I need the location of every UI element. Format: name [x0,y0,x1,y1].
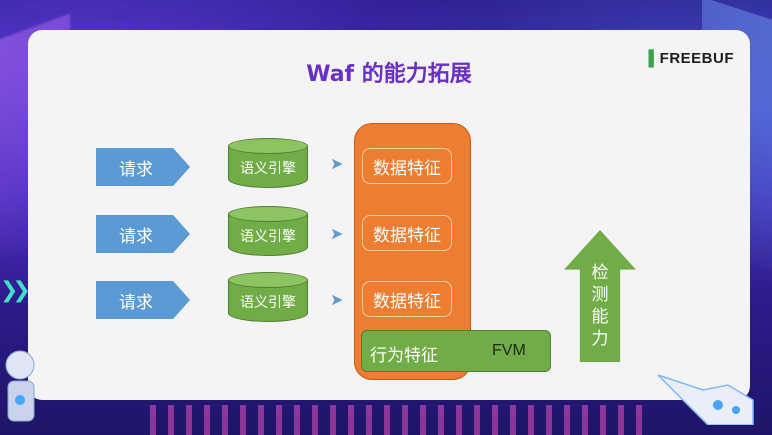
semantic-engine-cylinder-2: 语义引擎 [228,206,308,256]
robot-hand-icon [657,374,754,425]
chevron-right-icon: ➤ [330,224,344,243]
semantic-engine-cylinder-3: 语义引擎 [228,272,308,322]
decor-bottom-lights [150,405,650,435]
data-feature-box-1: 数据特征 [362,148,452,184]
freebuf-logo: ▌FREEBUF [649,50,734,67]
chevron-right-icon: ➤ [330,154,344,173]
request-arrow-1: 请求 [96,148,190,186]
semantic-engine-label: 语义引擎 [240,161,296,177]
semantic-engine-label: 语义引擎 [240,295,296,311]
semantic-engine-label: 语义引擎 [240,229,296,245]
request-arrow-3: 请求 [96,281,190,319]
slide-card: Waf 的能力拓展 ▌FREEBUF 请求 语义引擎 ➤ 请求 语义引擎 ➤ 请… [28,30,750,400]
data-feature-box-3: 数据特征 [362,281,452,317]
robot-figure-icon [5,350,35,422]
logo-text: FREEBUF [659,50,734,67]
decor-chevrons-icon: ❯❯ [0,278,31,303]
chevron-right-icon: ➤ [330,290,344,309]
slide-title: Waf 的能力拓展 [306,62,472,87]
logo-mark: ▌ [648,50,660,67]
behavior-feature-label: 行为特征 [370,346,438,366]
behavior-feature-box: 行为特征 FVM [361,330,551,372]
detect-capability-label: 检测能力 [591,263,609,349]
data-feature-box-2: 数据特征 [362,215,452,251]
semantic-engine-cylinder-1: 语义引擎 [228,138,308,188]
fvm-label: FVM [492,342,526,359]
request-arrow-2: 请求 [96,215,190,253]
